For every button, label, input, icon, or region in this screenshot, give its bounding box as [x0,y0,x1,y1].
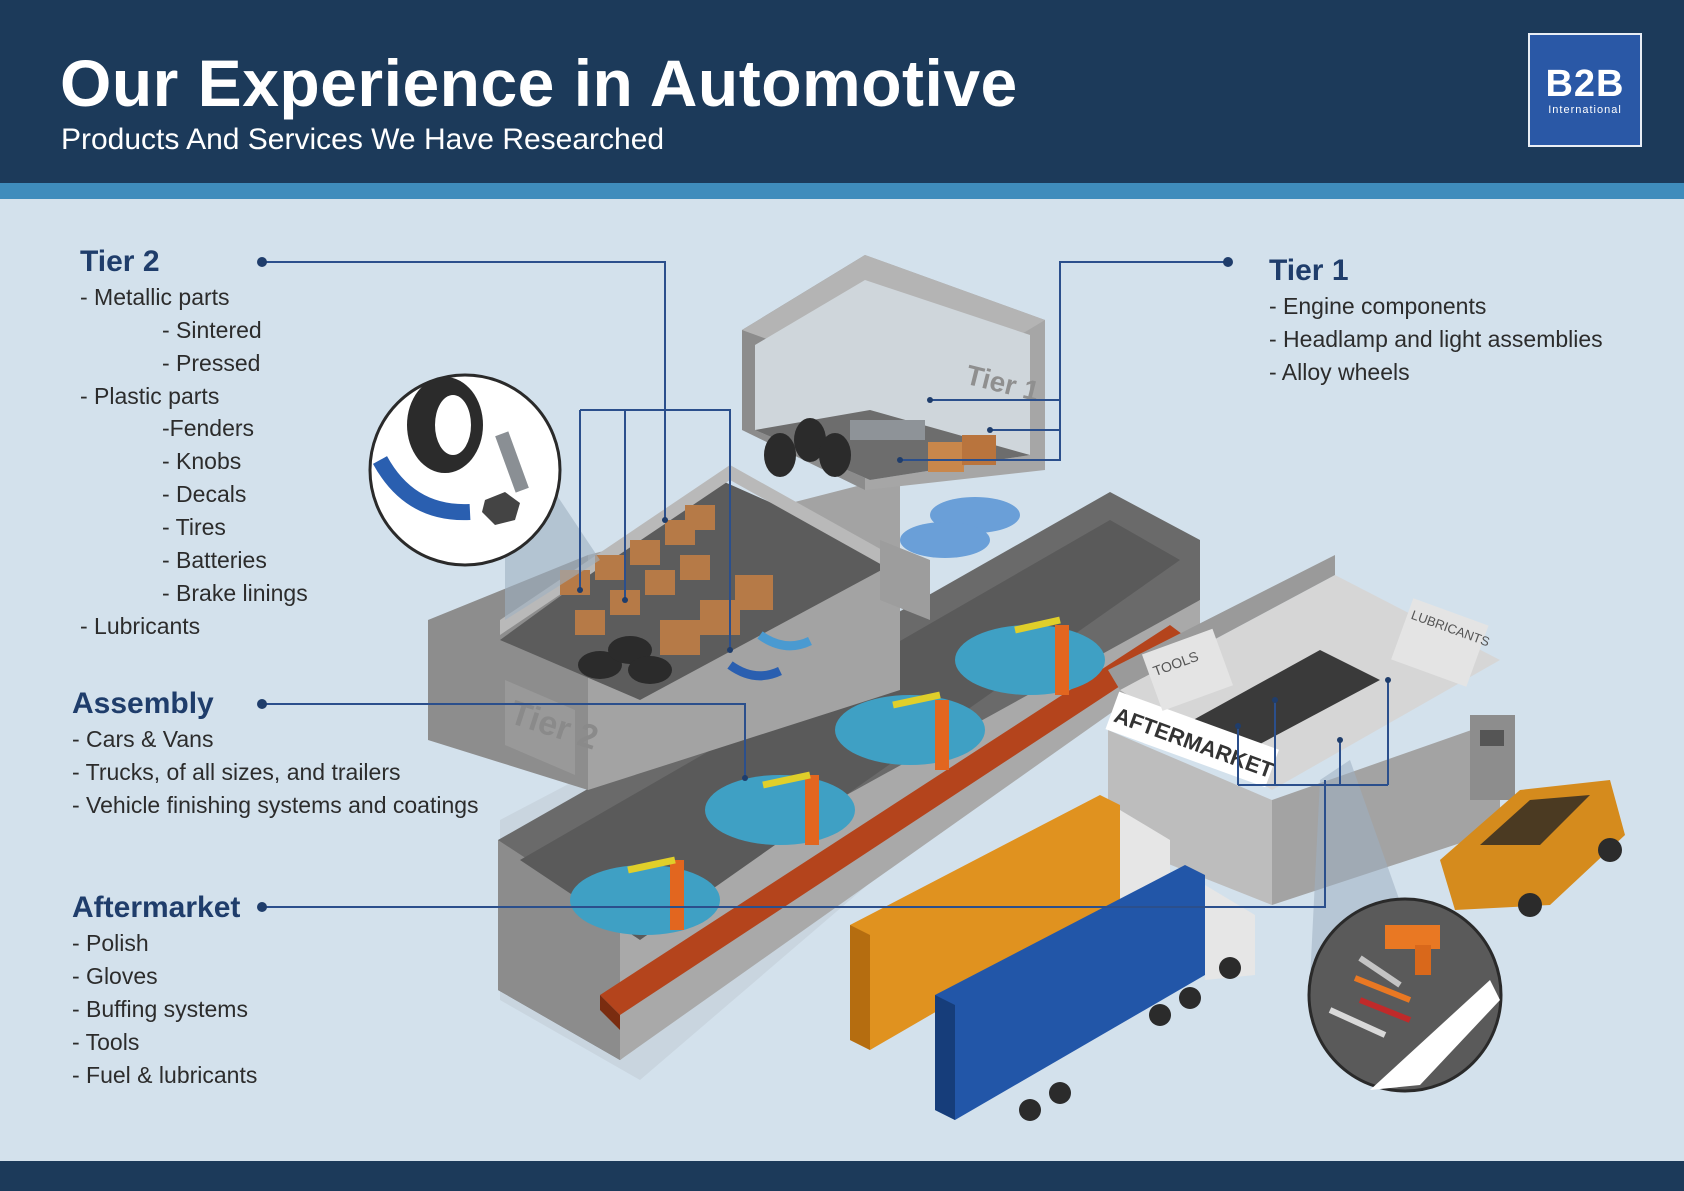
aftermarket-building-front [1108,730,1272,905]
tier2-fender [727,661,782,681]
orange-trailer-front [850,925,870,1050]
conveyor-belt [600,625,1190,1015]
tier2-heading: Tier 2 [80,245,160,278]
gold-car-window [1480,795,1590,845]
zoom-bolt-icon [495,431,529,493]
fuel-pump-screen [1480,730,1504,746]
footer-bar [0,1161,1684,1191]
tier1-box [928,442,964,472]
assembly-connector [262,703,746,778]
zoom-floor-stripe [1370,980,1500,1090]
tier2-item: - Sintered [162,317,262,343]
blue-trailer-front [935,995,955,1120]
tier2-item: - Plastic parts [80,383,220,409]
tier2-branch [580,409,731,650]
assembly-dot [257,699,267,709]
tier2-connector [262,261,666,520]
assembly-heading: Assembly [72,687,214,720]
tier2-item: - Decals [162,481,247,507]
tier2-floor [500,480,900,700]
tier1-item: - Engine components [1269,293,1487,319]
zoom-drill-handle [1415,945,1431,975]
tier2-fender [757,631,812,651]
gold-car-wheel [1598,838,1622,862]
assembly-robot-tool [627,616,1061,874]
tier1-item: - Headlamp and light assemblies [1269,326,1603,352]
tier2-item: - Lubricants [80,613,201,639]
page-subtitle: Products And Services We Have Researched [61,123,665,156]
fuel-pump [1470,715,1515,800]
tier2-item: - Knobs [162,448,242,474]
aftermarket-sign-board [1105,691,1279,788]
aftermarket-item: - Buffing systems [72,996,248,1022]
zoom-tire-hole [435,395,471,455]
logo-mark: B2B [1545,63,1625,105]
tier2-item: - Batteries [162,547,267,573]
tier1-dot [1223,257,1233,267]
stairs [880,540,930,620]
conveyor-belt-edge [600,995,620,1030]
header-bar [0,0,1684,183]
gold-car-wheel [1518,893,1542,917]
tier2-item: - Metallic parts [80,284,230,310]
lubricants-board [1391,598,1489,687]
assembly-item: - Cars & Vans [72,726,214,752]
tier1-heading: Tier 1 [1269,254,1349,287]
tier1-wheel-stack [764,418,851,477]
aftermarket-item: - Polish [72,930,149,956]
tier2-item: - Tires [162,514,226,540]
truck-wheels [1019,957,1241,1121]
logo-subtext: International [1548,104,1622,116]
tier2-tire-stack [578,636,672,684]
connector-lines [262,261,1389,908]
b2b-logo: B2B International [1528,33,1642,147]
aftermarket-item: - Gloves [72,963,158,989]
zoom-wrench-icon [1358,955,1402,988]
tier2-dot [257,257,267,267]
tier1-connector [900,261,1228,461]
connector-dots [257,257,1391,912]
tier1-lower-car [900,522,990,558]
aftermarket-item: - Tools [72,1029,140,1055]
aftermarket-dot [257,902,267,912]
tier2-item: - Brake linings [162,580,308,606]
tier1-item: - Alloy wheels [1269,359,1410,385]
aftermarket-connector [262,780,1326,908]
tier1-engine-rack [850,420,925,440]
blue-truck-cab [1205,885,1255,980]
page-title: Our Experience in Automotive [60,46,1018,120]
zoom-hammer-icon [1328,1007,1387,1038]
tier2-item: -Fenders [162,415,255,441]
aftermarket-heading: Aftermarket [72,891,241,924]
zoom-pliers-icon [1358,997,1412,1023]
tier2-upper-wall [500,465,900,635]
assembly-item: - Trucks, of all sizes, and trailers [72,759,401,785]
assembly-robot-arms [670,625,1069,930]
zoom-drill-icon [1385,925,1440,949]
zoom-bumper-icon [372,455,471,521]
assembly-item: - Vehicle finishing systems and coatings [72,792,479,818]
zoom-nut-icon [482,492,520,525]
blue-trailer-side [935,865,1205,1120]
aftermarket-item: - Fuel & lubricants [72,1062,258,1088]
zoom-screwdriver-icon [1353,975,1412,1003]
orange-trailer-side [850,795,1120,1050]
assembly-base-front [498,840,620,1060]
header-stripe [0,183,1684,199]
tools-board [1141,628,1233,711]
tier2-item: - Pressed [162,350,261,376]
